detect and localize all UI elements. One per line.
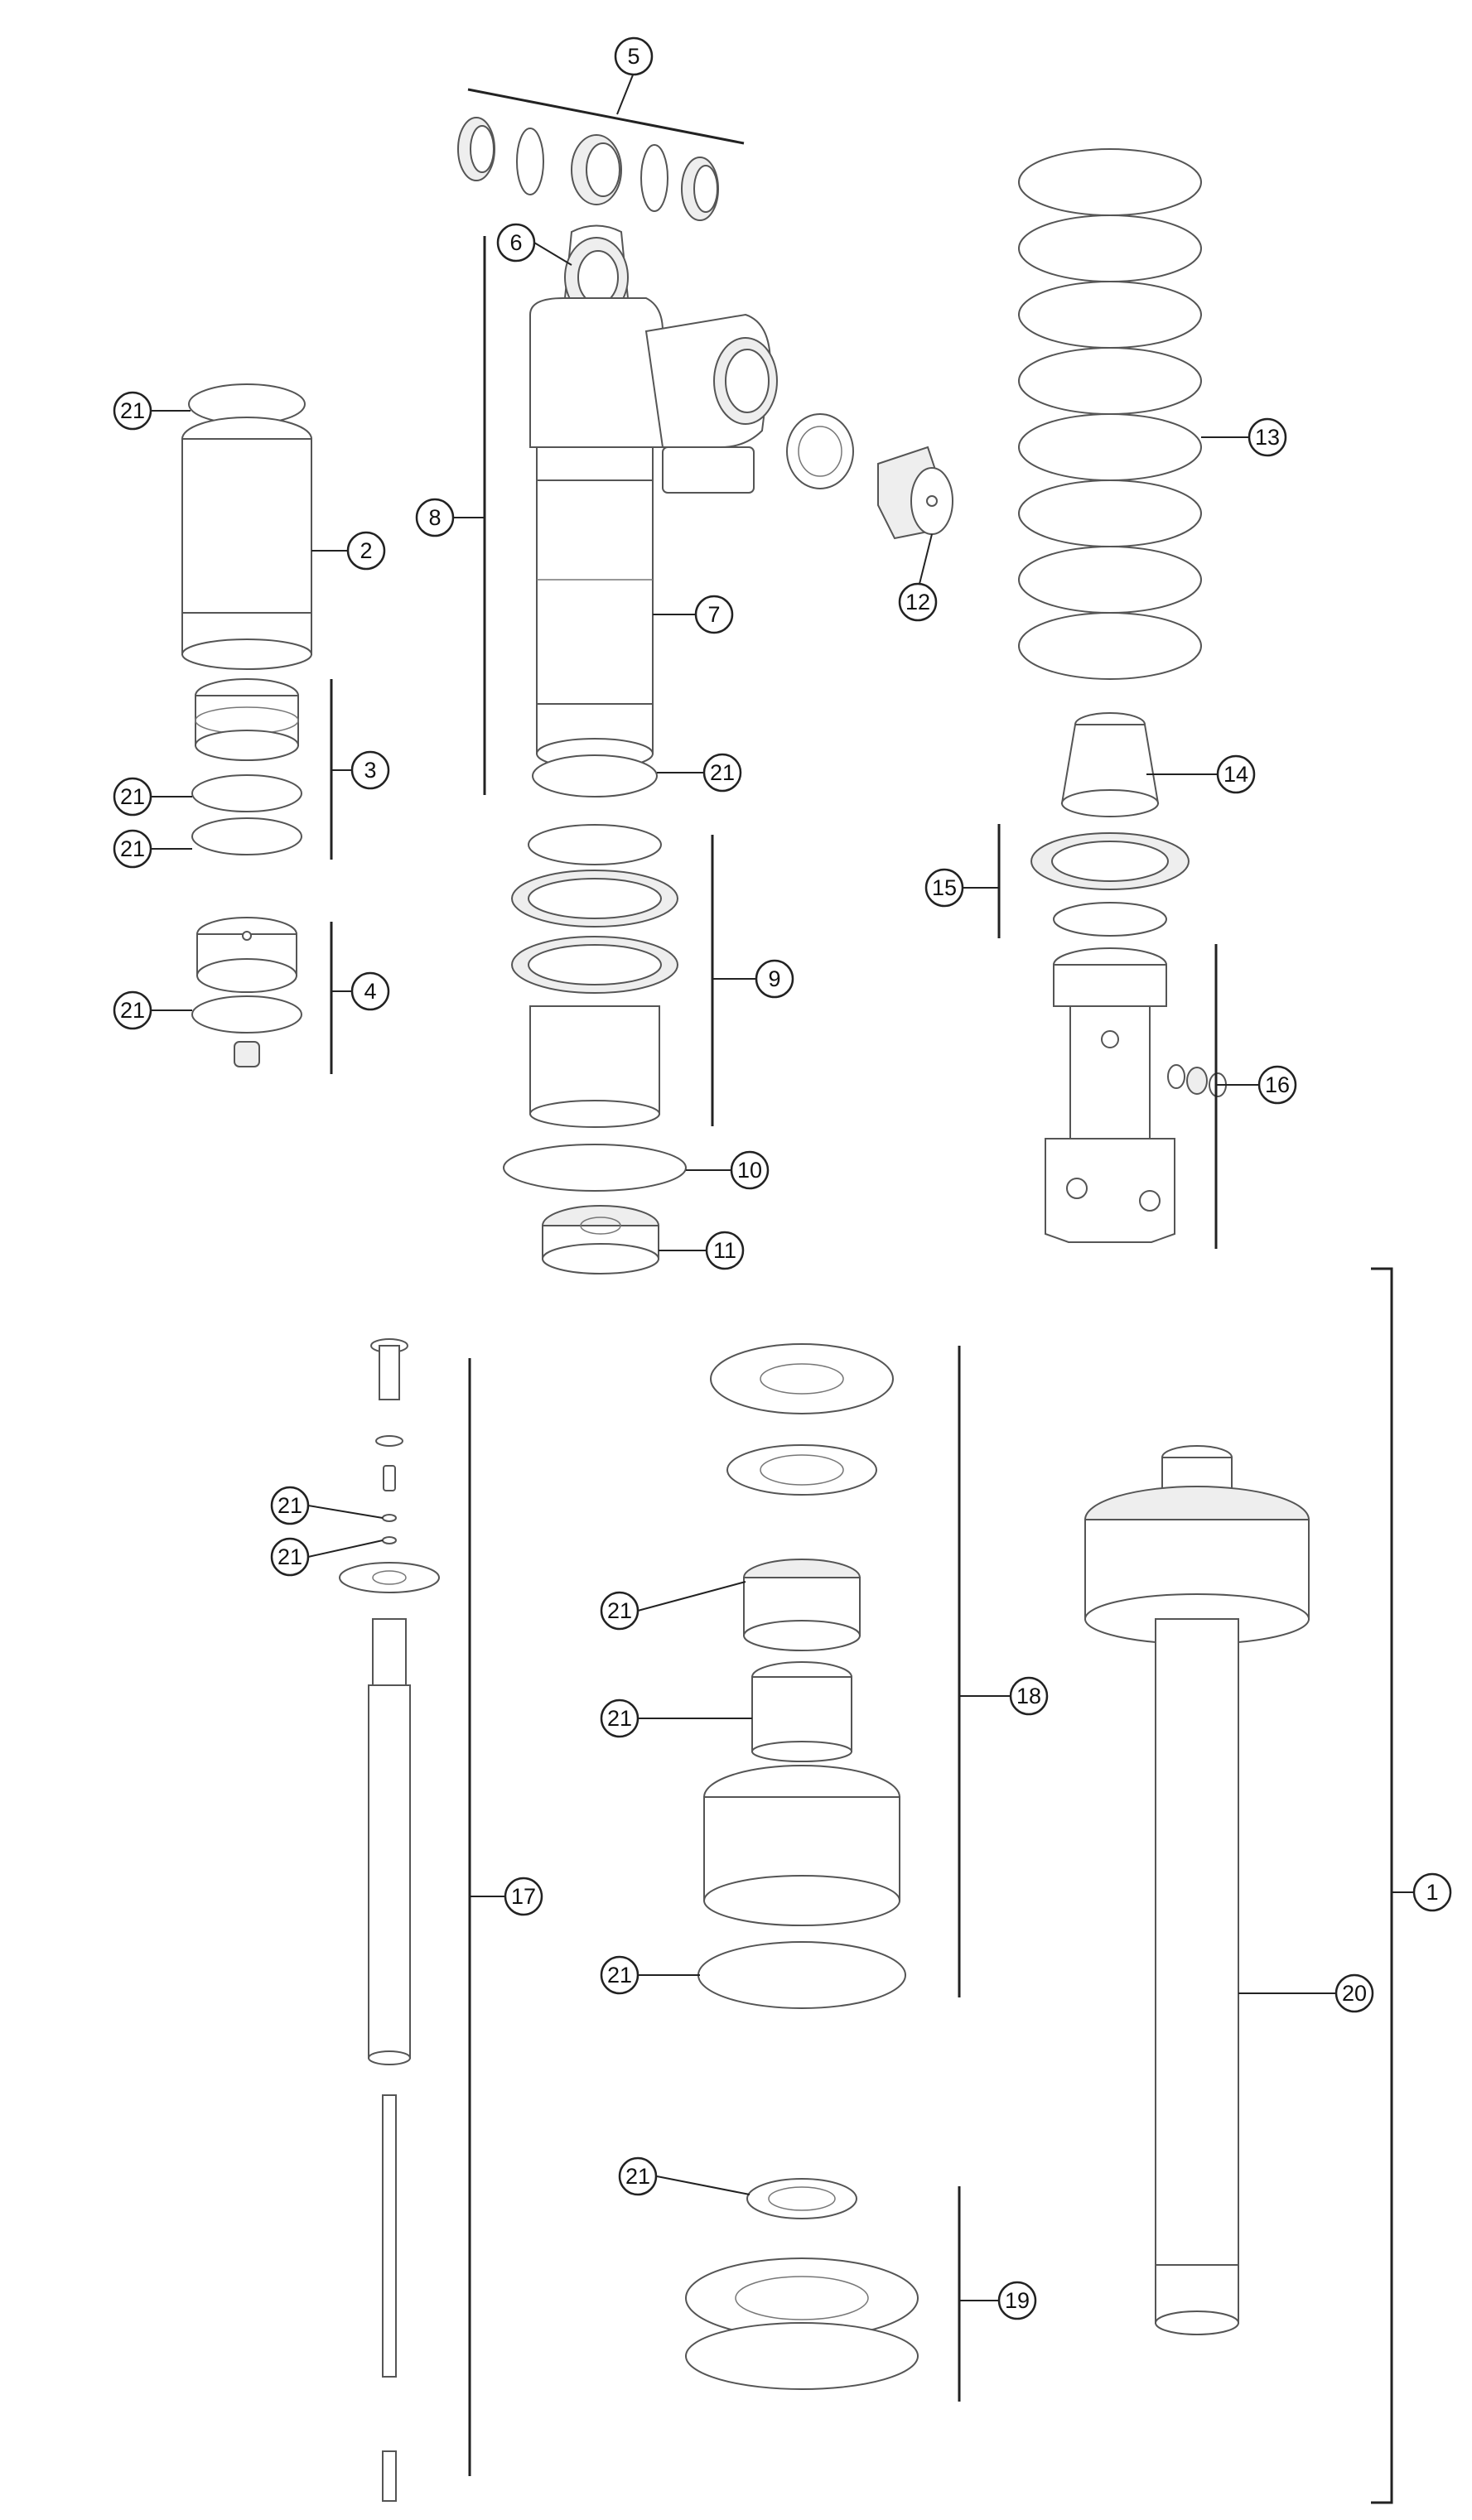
callout-21-base-cup: 21 — [618, 2156, 658, 2196]
callout-label: 11 — [713, 1238, 736, 1263]
callout-label: 21 — [607, 1963, 632, 1988]
callout-label: 20 — [1342, 1981, 1367, 2006]
callout-label: 13 — [1255, 425, 1280, 450]
callout-label: 21 — [120, 784, 145, 809]
callout-21-air-can: 21 — [113, 391, 152, 431]
part-10-washer — [503, 1144, 687, 1192]
callout-label: 4 — [364, 979, 376, 1004]
callout-label: 12 — [905, 590, 930, 614]
part-4-cap — [191, 917, 302, 1067]
callout-3: 3 — [350, 750, 390, 790]
part-15-preload-collar — [1030, 832, 1190, 937]
callout-21-shaft-upper: 21 — [270, 1486, 310, 1525]
callout-label: 5 — [627, 44, 639, 69]
callout-label: 17 — [511, 1884, 536, 1909]
callout-label: 21 — [278, 1544, 302, 1569]
callout-label: 21 — [120, 398, 145, 423]
callout-13: 13 — [1248, 417, 1287, 457]
part-12-adjuster-knob — [877, 446, 953, 540]
callout-5: 5 — [614, 36, 654, 76]
callout-label: 2 — [360, 538, 372, 563]
callout-label: 8 — [428, 505, 441, 530]
callout-21-seal-upper: 21 — [113, 777, 152, 817]
callout-label: 21 — [120, 998, 145, 1023]
part-14-bump-stop — [1060, 712, 1160, 817]
callout-label: 21 — [607, 1598, 632, 1623]
callout-label: 15 — [932, 875, 957, 900]
callout-21-seal-head-bearing: 21 — [600, 1591, 639, 1631]
callout-17: 17 — [504, 1877, 543, 1916]
callout-label: 21 — [710, 760, 735, 785]
part-5-bushings — [457, 117, 719, 221]
callout-label: 1 — [1426, 1880, 1438, 1905]
callout-label: 21 — [625, 2164, 650, 2189]
part-17-shaft-assembly — [339, 1338, 440, 2502]
callout-18: 18 — [1009, 1676, 1049, 1716]
part-11-end-cap — [542, 1205, 659, 1274]
callout-label: 14 — [1223, 762, 1248, 787]
callout-label: 10 — [737, 1158, 762, 1183]
callout-4: 4 — [350, 971, 390, 1011]
callout-19: 19 — [997, 2281, 1037, 2320]
callout-21-cap: 21 — [113, 990, 152, 1030]
callout-8: 8 — [415, 498, 455, 537]
callout-11: 11 — [705, 1231, 745, 1270]
callout-15: 15 — [924, 868, 964, 908]
callout-label: 3 — [364, 758, 376, 783]
part-16-lower-eyelet — [1045, 947, 1227, 1243]
callout-12: 12 — [898, 582, 938, 622]
callout-label: 21 — [607, 1706, 632, 1731]
callout-21-seal-head-bushing: 21 — [600, 1698, 639, 1738]
callout-16: 16 — [1257, 1065, 1297, 1105]
callout-2: 2 — [346, 531, 386, 571]
callout-label: 19 — [1005, 2288, 1030, 2313]
callout-9: 9 — [755, 959, 794, 999]
callout-label: 21 — [278, 1493, 302, 1518]
callout-label: 21 — [120, 836, 145, 861]
callout-20: 20 — [1334, 1973, 1374, 2013]
callout-21-seal-head-oring: 21 — [600, 1955, 639, 1995]
part-19-base-cup — [685, 2178, 919, 2390]
callout-label: 9 — [768, 966, 780, 991]
callout-14: 14 — [1216, 754, 1256, 794]
callout-21-shaft-lower: 21 — [270, 1537, 310, 1577]
part-13-coil-spring — [1018, 148, 1202, 680]
part-18-seal-head — [697, 1343, 906, 2009]
part-3-seal-stack — [191, 678, 302, 855]
callout-1: 1 — [1412, 1872, 1452, 1912]
part-8-shock-body — [529, 224, 854, 797]
callout-21-shock-body: 21 — [702, 753, 742, 793]
callout-label: 6 — [509, 230, 522, 255]
callout-label: 18 — [1016, 1684, 1041, 1708]
callout-21-seal-lower: 21 — [113, 829, 152, 869]
part-9-collar — [511, 824, 678, 1128]
callout-6: 6 — [496, 223, 536, 263]
callout-label: 16 — [1265, 1072, 1290, 1097]
callout-7: 7 — [694, 595, 734, 634]
callout-10: 10 — [730, 1150, 770, 1190]
part-2-air-can — [181, 383, 312, 670]
callout-label: 7 — [707, 602, 720, 627]
part-20-damper-cartridge — [1084, 1445, 1310, 2335]
